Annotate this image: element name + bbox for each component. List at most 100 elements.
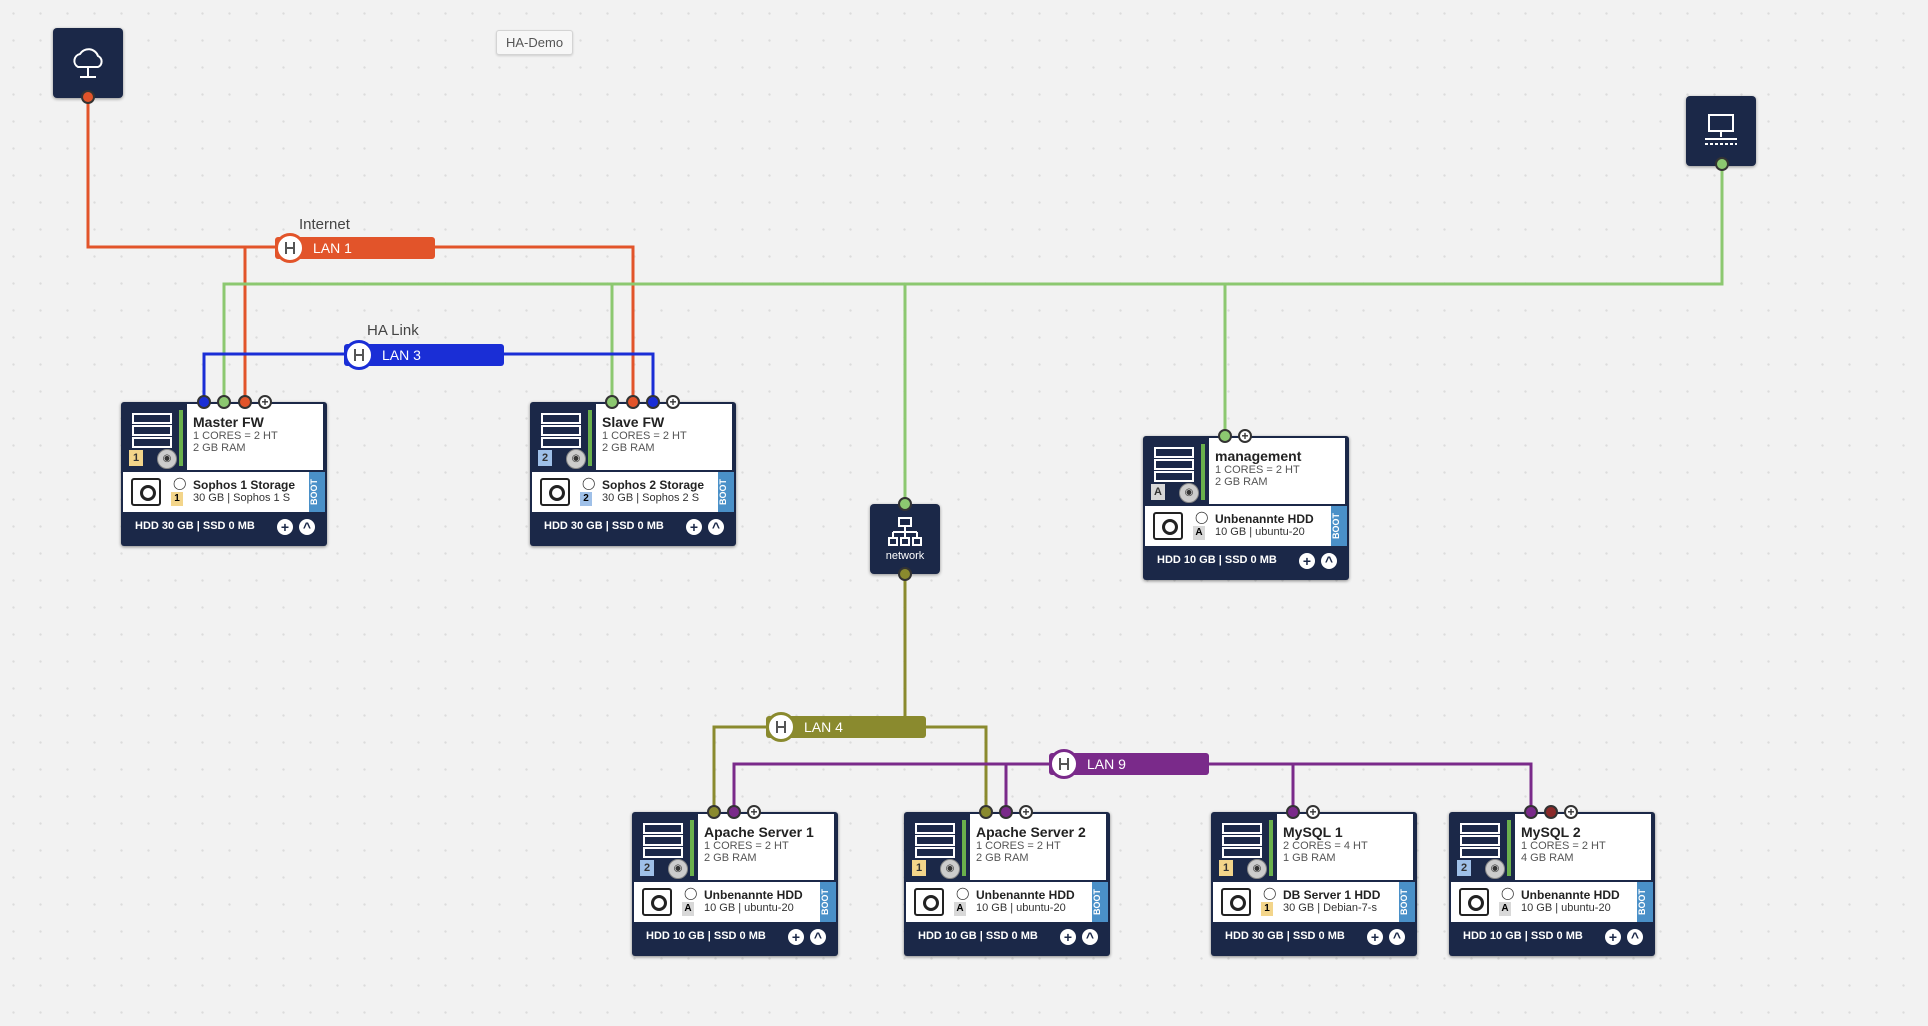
- apache2-port-lan9[interactable]: [999, 805, 1013, 819]
- disk-row[interactable]: ◯ 2 Sophos 2 Storage 30 GB | Sophos 2 S …: [532, 472, 734, 512]
- lan4-wires: [712, 574, 988, 812]
- vm-name[interactable]: Apache Server 1: [704, 824, 814, 840]
- vm-info: MySQL 1 2 CORES = 4 HT 1 GB RAM: [1277, 814, 1413, 880]
- lan3-hub-icon[interactable]: [344, 340, 374, 370]
- add-disk-button[interactable]: +: [686, 519, 702, 535]
- collapse-button[interactable]: ^: [810, 929, 826, 945]
- network-port-top[interactable]: [898, 497, 912, 511]
- vm-ram: 2 GB RAM: [602, 442, 655, 454]
- lan4-pill[interactable]: LAN 4: [766, 716, 926, 738]
- add-disk-button[interactable]: +: [1060, 929, 1076, 945]
- vm-header: 2 ◉ Slave FW 1 CORES = 2 HT 2 GB RAM: [530, 402, 736, 470]
- server-icon: [1154, 447, 1194, 482]
- vm-info: MySQL 2 1 CORES = 2 HT 4 GB RAM: [1515, 814, 1651, 880]
- network-port-bottom[interactable]: [898, 567, 912, 581]
- disk-row[interactable]: ◯ 1 Sophos 1 Storage 30 GB | Sophos 1 S …: [123, 472, 325, 512]
- master-fw-port-green[interactable]: [217, 395, 231, 409]
- disk-row[interactable]: ◯ A Unbenannte HDD 10 GB | ubuntu-20 BOO…: [634, 882, 836, 922]
- lan3-pill[interactable]: LAN 3: [344, 344, 504, 366]
- management-port-green[interactable]: [1218, 429, 1232, 443]
- collapse-button[interactable]: ^: [1321, 553, 1337, 569]
- lan9-hub-icon[interactable]: [1049, 749, 1079, 779]
- lan1-hub-icon[interactable]: [275, 233, 305, 263]
- vm-header: 1 ◉ Apache Server 2 1 CORES = 2 HT 2 GB …: [904, 812, 1110, 880]
- add-disk-button[interactable]: +: [1367, 929, 1383, 945]
- vm-name[interactable]: Master FW: [193, 414, 264, 430]
- internet-port[interactable]: [81, 90, 95, 104]
- disk-row[interactable]: ◯ A Unbenannte HDD 10 GB | ubuntu-20 BOO…: [1451, 882, 1653, 922]
- lan1-pill[interactable]: LAN 1: [275, 237, 435, 259]
- vm-info: Master FW 1 CORES = 2 HT 2 GB RAM: [187, 404, 323, 470]
- slave-fw-port-lan1[interactable]: [626, 395, 640, 409]
- vm-master-fw[interactable]: 1 ◉ Master FW 1 CORES = 2 HT 2 GB RAM ◯ …: [121, 402, 327, 546]
- boot-badge: BOOT: [1637, 882, 1653, 922]
- green-wires: [222, 164, 1724, 504]
- switch-node[interactable]: [1686, 96, 1756, 166]
- vm-name[interactable]: Slave FW: [602, 414, 665, 430]
- collapse-button[interactable]: ^: [1082, 929, 1098, 945]
- lan9-pill[interactable]: LAN 9: [1049, 753, 1209, 775]
- vm-mysql-1[interactable]: 1 ◉ MySQL 1 2 CORES = 4 HT 1 GB RAM ◯ 1 …: [1211, 812, 1417, 956]
- vm-name[interactable]: management: [1215, 448, 1302, 464]
- slave-fw-port-green[interactable]: [605, 395, 619, 409]
- disk-name: Unbenannte HDD: [704, 888, 803, 902]
- disk-row[interactable]: ◯ 1 DB Server 1 HDD 30 GB | Debian-7-s B…: [1213, 882, 1415, 922]
- add-disk-button[interactable]: +: [1605, 929, 1621, 945]
- network-node[interactable]: network: [870, 504, 940, 574]
- apache1-port-lan4[interactable]: [707, 805, 721, 819]
- apache1-port-lan9[interactable]: [727, 805, 741, 819]
- collapse-button[interactable]: ^: [1627, 929, 1643, 945]
- vm-name[interactable]: Apache Server 2: [976, 824, 1086, 840]
- vm-storage-summary: HDD 10 GB | SSD 0 MB: [646, 930, 766, 942]
- master-fw-port-lan1[interactable]: [238, 395, 252, 409]
- vm-cores: 2 CORES = 4 HT: [1283, 840, 1368, 852]
- disk-icon: [1459, 888, 1489, 916]
- collapse-button[interactable]: ^: [1389, 929, 1405, 945]
- slave-fw-port-lan3[interactable]: [646, 395, 660, 409]
- collapse-button[interactable]: ^: [708, 519, 724, 535]
- apache1-add-port-icon[interactable]: +: [747, 805, 761, 819]
- slave-fw-add-port-icon[interactable]: +: [666, 395, 680, 409]
- vm-slave-fw[interactable]: 2 ◉ Slave FW 1 CORES = 2 HT 2 GB RAM ◯ 2…: [530, 402, 736, 546]
- mysql2-port-lan9[interactable]: [1524, 805, 1538, 819]
- apache2-add-port-icon[interactable]: +: [1019, 805, 1033, 819]
- disk-badge: A: [1499, 902, 1511, 916]
- mysql2-add-port-icon[interactable]: +: [1564, 805, 1578, 819]
- master-fw-port-lan3[interactable]: [197, 395, 211, 409]
- vm-badge: 1: [129, 450, 143, 466]
- add-disk-button[interactable]: +: [277, 519, 293, 535]
- master-fw-add-port-icon[interactable]: +: [258, 395, 272, 409]
- vm-name[interactable]: MySQL 2: [1521, 824, 1581, 840]
- vm-name[interactable]: MySQL 1: [1283, 824, 1343, 840]
- internet-node[interactable]: [53, 28, 123, 98]
- apache2-port-lan4[interactable]: [979, 805, 993, 819]
- add-disk-button[interactable]: +: [788, 929, 804, 945]
- disk-icon: [642, 888, 672, 916]
- vm-mysql-2[interactable]: 2 ◉ MySQL 2 1 CORES = 2 HT 4 GB RAM ◯ A …: [1449, 812, 1655, 956]
- disk-name: Unbenannte HDD: [976, 888, 1075, 902]
- disk-row[interactable]: ◯ A Unbenannte HDD 10 GB | ubuntu-20 BOO…: [906, 882, 1108, 922]
- disk-icon: [914, 888, 944, 916]
- vm-ram: 2 GB RAM: [704, 852, 757, 864]
- vm-management[interactable]: A ◉ management 1 CORES = 2 HT 2 GB RAM ◯…: [1143, 436, 1349, 580]
- disk-icon: [540, 478, 570, 506]
- vm-cores: 1 CORES = 2 HT: [1215, 464, 1300, 476]
- mysql1-port-lan9[interactable]: [1286, 805, 1300, 819]
- vm-apache-server-2[interactable]: 1 ◉ Apache Server 2 1 CORES = 2 HT 2 GB …: [904, 812, 1110, 956]
- lan4-hub-icon[interactable]: [766, 712, 796, 742]
- disk-row[interactable]: ◯ A Unbenannte HDD 10 GB | ubuntu-20 BOO…: [1145, 506, 1347, 546]
- vm-storage-summary: HDD 30 GB | SSD 0 MB: [135, 520, 255, 532]
- collapse-button[interactable]: ^: [299, 519, 315, 535]
- management-add-port-icon[interactable]: +: [1238, 429, 1252, 443]
- mysql1-add-port-icon[interactable]: +: [1306, 805, 1320, 819]
- vm-storage-summary: HDD 10 GB | SSD 0 MB: [1157, 554, 1277, 566]
- canvas-title[interactable]: HA-Demo: [496, 30, 574, 55]
- disk-badge: 2: [580, 492, 592, 506]
- mysql2-port-other[interactable]: [1544, 805, 1558, 819]
- vm-ram: 4 GB RAM: [1521, 852, 1574, 864]
- vm-apache-server-1[interactable]: 2 ◉ Apache Server 1 1 CORES = 2 HT 2 GB …: [632, 812, 838, 956]
- add-disk-button[interactable]: +: [1299, 553, 1315, 569]
- vm-badge: 1: [1219, 860, 1233, 876]
- switch-port[interactable]: [1715, 157, 1729, 171]
